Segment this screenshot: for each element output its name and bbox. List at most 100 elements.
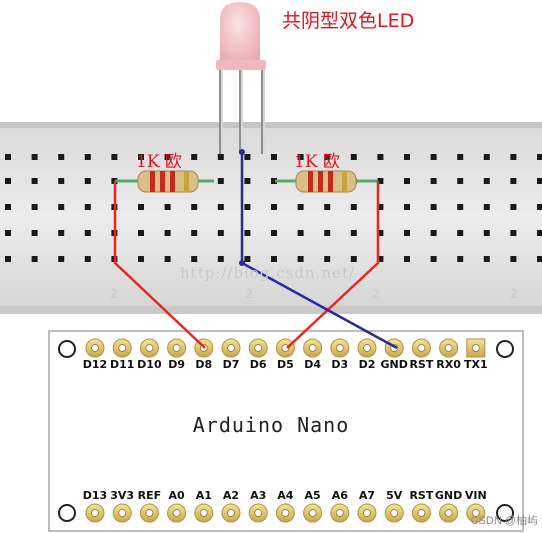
breadboard-hole <box>430 178 437 184</box>
top-pin-label: D8 <box>195 358 213 371</box>
breadboard-hole <box>217 154 224 160</box>
top-pin-label: D10 <box>137 358 162 371</box>
breadboard-hole <box>297 204 304 210</box>
top-pin-label: D9 <box>168 358 185 371</box>
breadboard-hole <box>31 154 38 160</box>
breadboard-hole <box>537 204 542 210</box>
top-pin-label: D7 <box>222 358 240 371</box>
breadboard-hole <box>84 256 91 262</box>
breadboard-hole <box>404 204 410 210</box>
top-header-pads <box>85 338 486 358</box>
bottom-pin-label: A0 <box>168 489 185 502</box>
breadboard-hole <box>430 154 437 160</box>
breadboard-hole <box>457 256 464 262</box>
breadboard: 2 2 2 2 <box>0 122 542 314</box>
breadboard-hole <box>138 154 144 160</box>
resistor-1-label: 1K 欧 <box>136 152 182 172</box>
bottom-pin-label: A3 <box>250 489 267 502</box>
breadboard-hole <box>350 154 357 160</box>
breadboard-hole <box>164 256 171 262</box>
breadboard-hole <box>350 256 357 262</box>
breadboard-hole <box>244 256 251 262</box>
breadboard-hole <box>430 204 437 210</box>
breadboard-hole <box>271 256 277 262</box>
bottom-pin-label: A1 <box>195 489 212 502</box>
breadboard-hole <box>31 178 38 184</box>
watermark-text: http://blog.csdn.net/ <box>180 264 356 282</box>
breadboard-hole <box>404 154 410 160</box>
resistor-2 <box>275 170 378 193</box>
breadboard-hole <box>377 256 384 262</box>
breadboard-hole <box>58 178 65 184</box>
breadboard-hole <box>5 204 11 210</box>
breadboard-hole <box>457 204 464 210</box>
breadboard-hole <box>297 230 304 236</box>
bottom-pin-label: REF <box>137 489 162 502</box>
breadboard-hole <box>430 230 437 236</box>
breadboard-hole <box>457 154 464 160</box>
breadboard-hole <box>297 154 304 160</box>
breadboard-hole <box>297 256 304 262</box>
breadboard-hole <box>164 204 171 210</box>
breadboard-hole <box>217 256 224 262</box>
breadboard-hole <box>31 256 38 262</box>
bottom-pin-label: D13 <box>82 489 108 502</box>
breadboard-hole <box>510 154 517 160</box>
breadboard-hole <box>457 178 464 184</box>
top-pin-label: D4 <box>304 358 321 371</box>
breadboard-hole <box>324 154 331 160</box>
breadboard-hole <box>58 204 65 210</box>
breadboard-hole <box>244 154 251 160</box>
top-pin-label: D3 <box>331 358 349 371</box>
breadboard-hole <box>377 230 384 236</box>
breadboard-hole <box>58 230 65 236</box>
breadboard-hole <box>377 178 384 184</box>
breadboard-hole <box>5 178 11 184</box>
breadboard-hole <box>350 230 357 236</box>
breadboard-hole <box>483 178 490 184</box>
breadboard-hole <box>5 230 11 236</box>
svg-text:2: 2 <box>510 287 518 301</box>
breadboard-hole <box>244 204 251 210</box>
breadboard-hole <box>271 154 277 160</box>
resistor-2-label: 1K 欧 <box>294 152 340 172</box>
top-pin-label: RST <box>409 358 434 371</box>
breadboard-hole <box>111 154 118 160</box>
breadboard-hole <box>244 230 251 236</box>
breadboard-hole <box>217 204 224 210</box>
led-title: 共阴型双色LED <box>282 10 415 32</box>
svg-text:2: 2 <box>245 287 253 301</box>
breadboard-hole <box>164 154 171 160</box>
breadboard-hole <box>404 230 410 236</box>
breadboard-hole <box>483 230 490 236</box>
breadboard-hole <box>138 256 144 262</box>
breadboard-hole <box>324 230 331 236</box>
breadboard-hole <box>324 204 331 210</box>
breadboard-hole <box>510 256 517 262</box>
mount-hole <box>58 340 76 358</box>
mount-hole <box>496 504 514 522</box>
svg-text:2: 2 <box>110 287 118 301</box>
bottom-pin-label: A4 <box>277 489 294 502</box>
bottom-pin-label: A6 <box>331 489 348 502</box>
breadboard-hole <box>138 204 144 210</box>
breadboard-hole <box>84 204 91 210</box>
wire-resistor1-to-d8 <box>113 181 206 349</box>
breadboard-hole <box>84 230 91 236</box>
breadboard-hole <box>377 204 384 210</box>
bicolor-led <box>216 2 266 154</box>
breadboard-hole <box>324 256 331 262</box>
breadboard-hole <box>217 178 224 184</box>
top-pin-label: TX1 <box>463 358 488 371</box>
breadboard-hole <box>483 204 490 210</box>
column-markings: 2 2 2 2 <box>110 287 518 301</box>
breadboard-hole <box>537 178 542 184</box>
bottom-pin-label: 5V <box>386 489 403 502</box>
csdn-credit: CSDN @柚屿 <box>470 515 538 527</box>
resistor-1 <box>115 170 214 193</box>
breadboard-hole <box>191 256 198 262</box>
mount-hole <box>58 504 76 522</box>
top-pin-label: RX0 <box>436 358 461 371</box>
breadboard-hole <box>350 204 357 210</box>
